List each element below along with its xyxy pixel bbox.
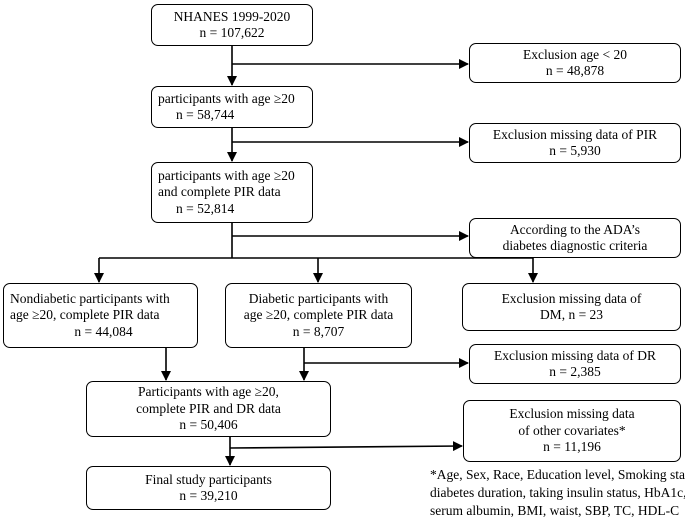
excl-age-label: Exclusion age < 20 <box>523 46 627 62</box>
age20-count: n = 58,744 <box>176 107 235 122</box>
excl-pir-label: Exclusion missing data of PIR <box>492 126 658 142</box>
age20-pir-label-2: and complete PIR data <box>158 184 281 200</box>
excl-cov-box: Exclusion missing data of other covariat… <box>463 400 681 462</box>
excl-cov-label-1: Exclusion missing data <box>509 406 635 422</box>
ada-label-2: diabetes diagnostic criteria <box>502 238 648 253</box>
age20-box: participants with age ≥20 n = 58,744 <box>151 86 313 128</box>
diabetic-label-2: age ≥20, complete PIR data <box>243 307 394 323</box>
diabetic-label-1: Diabetic participants with <box>248 290 389 306</box>
final-label: Final study participants <box>145 471 272 487</box>
age20-label: participants with age ≥20 <box>158 90 295 106</box>
nhanes-box: NHANES 1999-2020 n = 107,622 <box>151 4 313 46</box>
excl-dm-count: DM, n = 23 <box>539 307 604 322</box>
nhanes-count: n = 107,622 <box>199 25 265 40</box>
diabetic-box: Diabetic participants with age ≥20, comp… <box>225 283 412 348</box>
excl-cov-label-2: of other covariates* <box>518 422 626 438</box>
final-box: Final study participants n = 39,210 <box>86 466 331 510</box>
excl-dm-label: Exclusion missing data of <box>501 290 642 306</box>
age20-pir-dr-label-1: Participants with age ≥20, <box>138 384 279 400</box>
age20-pir-dr-count: n = 50,406 <box>179 417 238 433</box>
final-count: n = 39,210 <box>179 488 238 503</box>
arrow-to-excl-cov <box>229 441 463 452</box>
ada-box: According to the ADA’s diabetes diagnost… <box>469 218 681 258</box>
excl-dr-count: n = 2,385 <box>549 364 601 379</box>
excl-cov-count: n = 11,196 <box>543 439 601 455</box>
age20-pir-box: participants with age ≥20 and complete P… <box>151 162 313 223</box>
age20-pir-dr-box: Participants with age ≥20, complete PIR … <box>86 381 331 437</box>
excl-dr-label: Exclusion missing data of DR <box>494 347 656 363</box>
nondiabetic-label-1: Nondiabetic participants with <box>10 290 170 306</box>
ada-label-1: According to the ADA’s <box>509 221 641 237</box>
footnote-line-2: diabetes duration, taking insulin status… <box>430 485 685 500</box>
excl-dm-box: Exclusion missing data of DM, n = 23 <box>462 283 681 331</box>
age20-pir-count: n = 52,814 <box>176 200 235 216</box>
excl-dr-box: Exclusion missing data of DR n = 2,385 <box>469 344 681 384</box>
age20-pir-label-1: participants with age ≥20 <box>158 167 295 183</box>
nondiabetic-box: Nondiabetic participants with age ≥20, c… <box>3 283 198 348</box>
excl-pir-count: n = 5,930 <box>549 143 601 158</box>
diabetic-count: n = 8,707 <box>292 323 345 339</box>
footnote-line-3: serum albumin, BMI, waist, SBP, TC, HDL-… <box>430 503 680 518</box>
age20-pir-dr-label-2: complete PIR and DR data <box>136 400 281 416</box>
nondiabetic-label-2: age ≥20, complete PIR data <box>10 307 160 323</box>
nondiabetic-count: n = 44,084 <box>74 323 133 339</box>
excl-age-box: Exclusion age < 20 n = 48,878 <box>469 43 681 83</box>
covariates-footnote: *Age, Sex, Race, Education level, Smokin… <box>430 466 685 520</box>
nhanes-title: NHANES 1999-2020 <box>173 8 291 24</box>
footnote-line-1: *Age, Sex, Race, Education level, Smokin… <box>430 467 685 482</box>
excl-age-count: n = 48,878 <box>545 63 605 78</box>
excl-pir-box: Exclusion missing data of PIR n = 5,930 <box>469 123 681 163</box>
